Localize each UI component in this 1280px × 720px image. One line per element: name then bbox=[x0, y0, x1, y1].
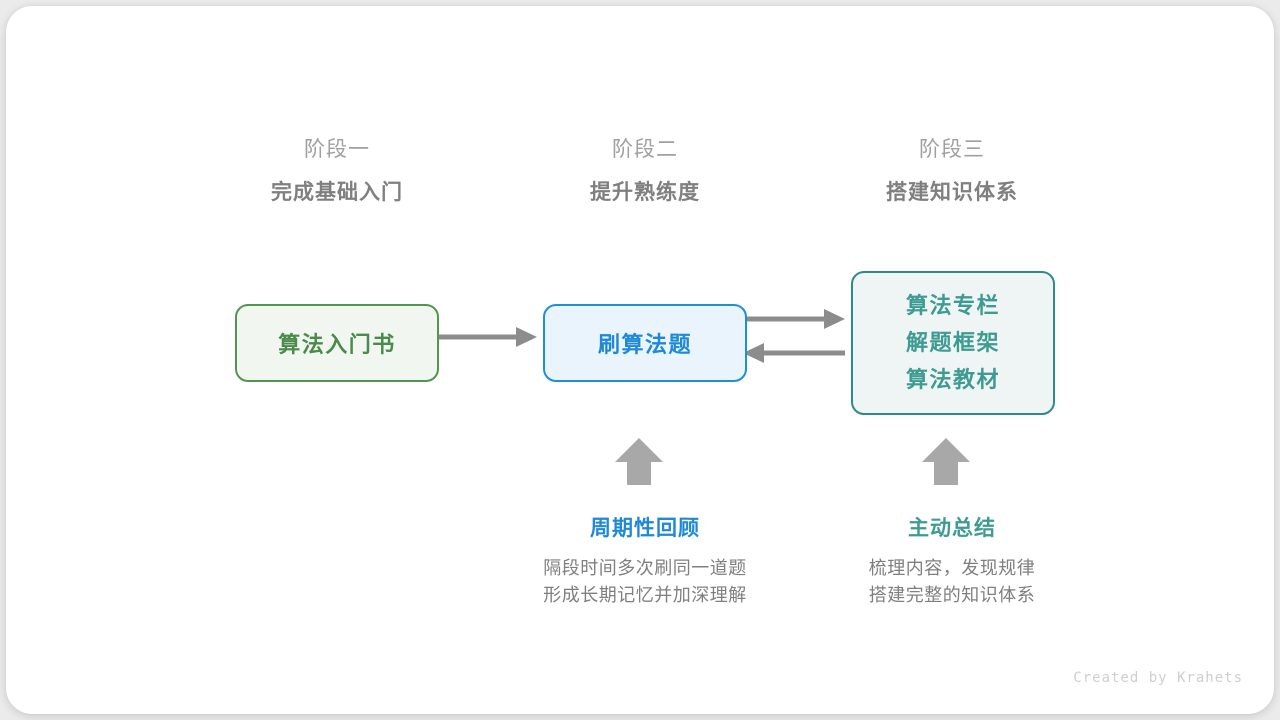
stage-3-number: 阶段三 bbox=[919, 137, 985, 161]
annotation-periodic-review-desc-1: 隔段时间多次刷同一道题 bbox=[543, 558, 747, 579]
arrow-practice-to-resources bbox=[741, 309, 845, 329]
node-box-resources[interactable]: 算法专栏 解题框架 算法教材 bbox=[851, 271, 1055, 415]
credit-text: Created by Krahets bbox=[1073, 670, 1243, 686]
diagram-card: 阶段一 完成基础入门 阶段二 提升熟练度 阶段三 搭建知识体系 bbox=[6, 6, 1274, 714]
annotation-periodic-review-desc-2: 形成长期记忆并加深理解 bbox=[543, 585, 747, 606]
arrow-book-to-practice bbox=[433, 327, 537, 347]
arrow-resources-to-practice bbox=[743, 343, 845, 363]
stage-header-3: 阶段三 搭建知识体系 bbox=[822, 134, 1082, 208]
annotation-active-summary: 主动总结 梳理内容，发现规律 搭建完整的知识体系 bbox=[802, 513, 1102, 609]
annotation-periodic-review: 周期性回顾 隔段时间多次刷同一道题 形成长期记忆并加深理解 bbox=[495, 513, 795, 609]
node-box-resources-line-2: 解题框架 bbox=[905, 330, 1000, 356]
node-box-intro-book[interactable]: 算法入门书 bbox=[235, 304, 439, 382]
stage-header-2: 阶段二 提升熟练度 bbox=[515, 134, 775, 208]
arrow-up-summary bbox=[922, 438, 970, 485]
arrow-up-review bbox=[615, 438, 663, 485]
stage-2-number: 阶段二 bbox=[612, 137, 678, 161]
node-box-intro-book-label: 算法入门书 bbox=[278, 333, 396, 358]
stage-3-title: 搭建知识体系 bbox=[886, 180, 1018, 204]
node-box-resources-line-3: 算法教材 bbox=[905, 367, 1000, 393]
annotation-periodic-review-title: 周期性回顾 bbox=[590, 516, 700, 540]
node-box-practice-problems-label: 刷算法题 bbox=[597, 333, 692, 358]
node-box-resources-line-1: 算法专栏 bbox=[905, 293, 1000, 319]
annotation-active-summary-title: 主动总结 bbox=[908, 516, 996, 540]
stage-2-title: 提升熟练度 bbox=[590, 180, 700, 204]
stage-header-1: 阶段一 完成基础入门 bbox=[207, 134, 467, 208]
stage-1-title: 完成基础入门 bbox=[271, 180, 403, 204]
node-box-practice-problems[interactable]: 刷算法题 bbox=[543, 304, 747, 382]
annotation-active-summary-desc-2: 搭建完整的知识体系 bbox=[868, 585, 1036, 606]
annotation-active-summary-desc-1: 梳理内容，发现规律 bbox=[868, 558, 1036, 579]
stage-1-number: 阶段一 bbox=[304, 137, 370, 161]
